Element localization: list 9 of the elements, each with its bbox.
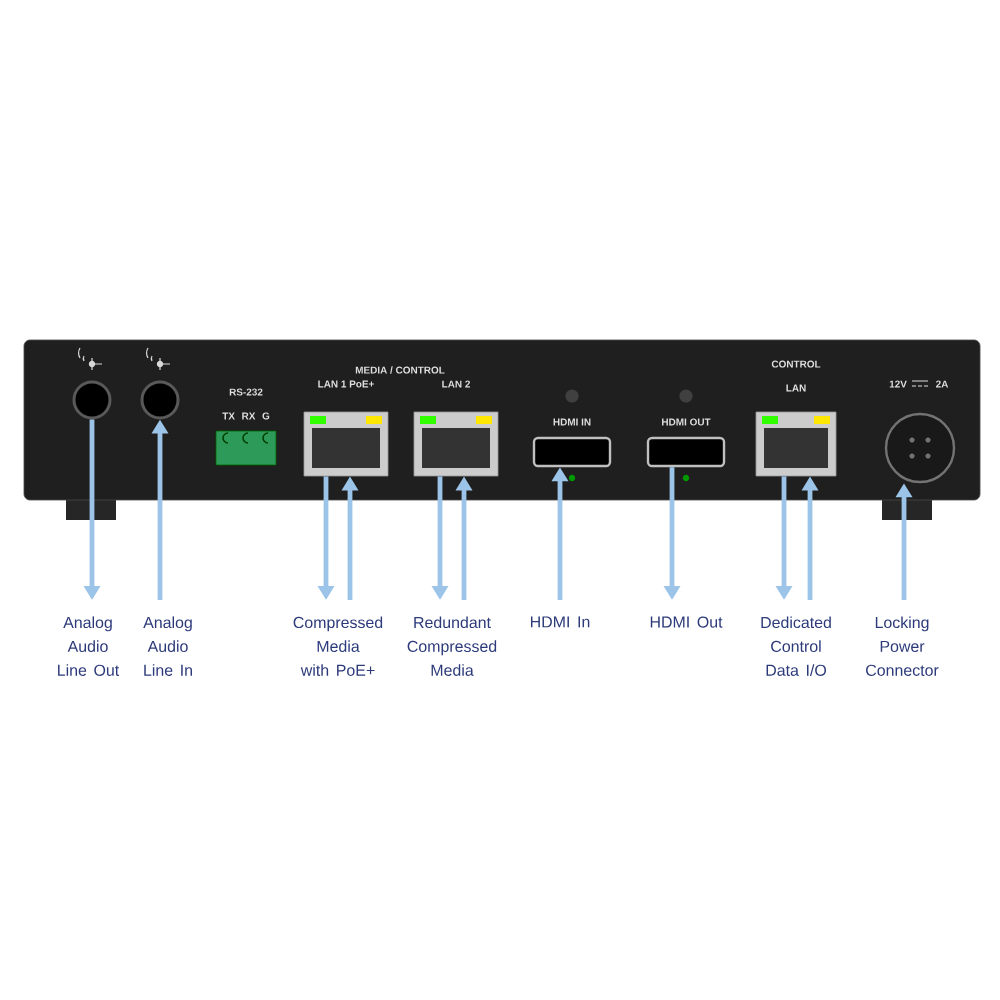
ethernet-port [755, 360, 837, 477]
hdmi-port [532, 418, 612, 468]
ethernet-port [303, 380, 389, 477]
audio-jack [72, 380, 112, 420]
hdmi-port [646, 418, 726, 468]
audio-jack [140, 380, 180, 420]
power-socket [884, 380, 956, 484]
ethernet-port [413, 380, 499, 477]
terminal-block [215, 388, 277, 466]
